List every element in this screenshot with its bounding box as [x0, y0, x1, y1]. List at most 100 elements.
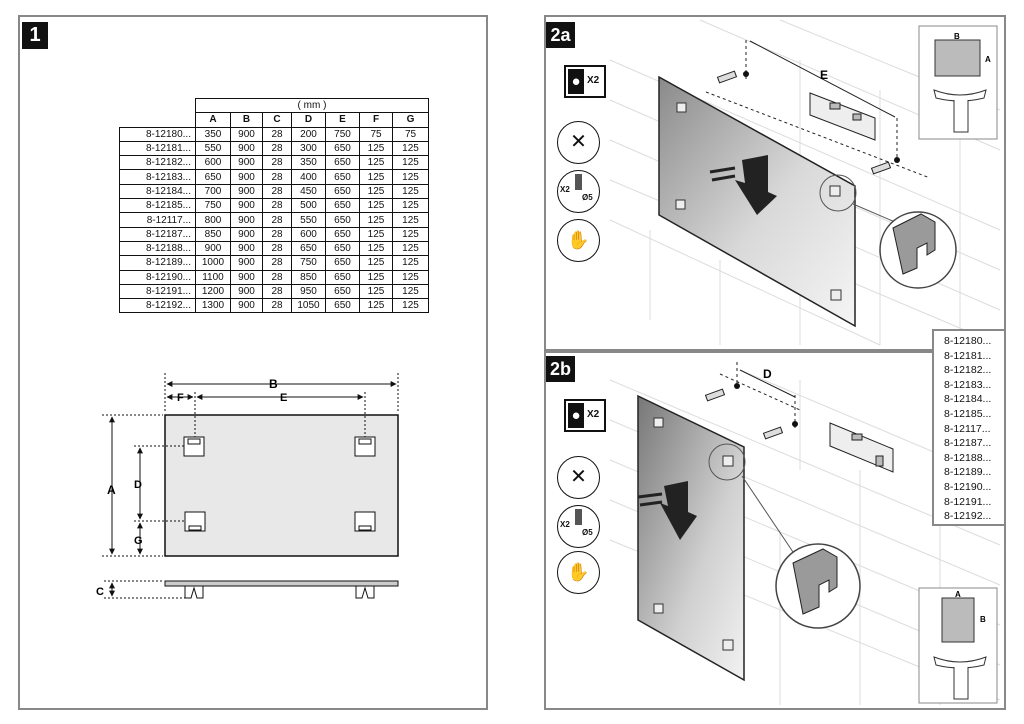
hammer-hand-icon-2b: ✋ [557, 551, 600, 594]
arrow-down-icon [709, 155, 777, 215]
dimension-cell: 900 [230, 240, 263, 257]
thumb-label-a-2b: A [955, 590, 961, 599]
dimension-cell: 125 [392, 183, 429, 200]
dimension-cell: 900 [195, 240, 231, 257]
dim-label-b: B [269, 377, 278, 391]
dimension-cell: 650 [195, 169, 231, 185]
dimension-cell: 750 [195, 198, 231, 214]
product-code-list: 8-12180... 8-12181... 8-12182...8-12183...… [932, 329, 1006, 526]
code-list-item: 8-12183... [944, 378, 992, 391]
dimension-cell: 125 [359, 140, 393, 157]
dimension-cell: 125 [359, 226, 393, 242]
dimension-cell: 75 [392, 126, 429, 142]
drill-bit-icon-2b: X2 Ø5 [557, 505, 600, 548]
dimension-cell: 600 [291, 226, 326, 242]
drill-count-2b: X2 [560, 520, 570, 529]
dimension-cell: 125 [392, 240, 429, 257]
mirror-dimension-diagram: B F E A D G C [96, 373, 399, 599]
thumb-label-a-2a: A [985, 55, 991, 64]
code-list-item: 8-12180... [944, 335, 992, 347]
dimension-cell: 600 [195, 155, 231, 171]
dim-label-c: C [96, 586, 104, 598]
product-code-cell: 8-12188... [119, 240, 196, 257]
code-list-item: 8-12185... [944, 407, 992, 420]
dimension-cell: 750 [325, 126, 360, 142]
no-screwdriver-icon-2b: ✕ [557, 456, 600, 499]
dim-label-f: F [177, 392, 184, 404]
dimension-cell: 350 [195, 126, 231, 142]
drill-diameter-2b: Ø5 [582, 528, 593, 537]
step-badge-2b: 2b [546, 356, 575, 382]
step-badge-1: 1 [22, 22, 48, 49]
spirit-level-icon [829, 422, 894, 473]
dimension-cell: 125 [392, 298, 429, 314]
dimension-cell: 125 [392, 198, 429, 214]
dimension-cell: 650 [325, 298, 360, 314]
dim-label-g: G [134, 535, 143, 547]
dimension-cell: 28 [262, 140, 292, 157]
code-list-item: 8-12184... [944, 393, 992, 406]
dimension-cell: 125 [392, 155, 429, 171]
step-badge-2a: 2a [546, 22, 575, 48]
drill-bit-icon-2a: X2 Ø5 [557, 170, 600, 213]
col-header: G [392, 112, 429, 128]
dim-label-e: E [280, 392, 287, 404]
two-persons-icon-2a: ● X2 [564, 65, 606, 98]
no-screwdriver-icon-2a: ✕ [557, 121, 600, 164]
dimension-cell: 125 [392, 226, 429, 242]
dimension-cell: 900 [230, 183, 263, 200]
code-list-item: 8-12188... [944, 451, 992, 464]
dimension-cell: 125 [392, 140, 429, 157]
hammer-hand-icon-2a: ✋ [557, 219, 600, 262]
spirit-level-icon [809, 92, 876, 141]
dim-label-d: D [134, 479, 142, 491]
dimension-cell: 125 [392, 169, 429, 185]
dimension-cell: 500 [291, 198, 326, 214]
code-list-item: 8-12192... [944, 510, 992, 523]
bracket-icon [183, 436, 376, 532]
dimension-cell: 650 [325, 198, 360, 214]
code-list-item: 8-12182... [944, 364, 992, 377]
dimension-cell: 650 [291, 240, 326, 257]
code-list-item: 8-12190... [944, 480, 992, 493]
column-header-row: A B C D E F G [120, 112, 429, 128]
product-code-cell: 8-12184... [119, 183, 196, 200]
two-persons-icon-2b: ● X2 [564, 399, 606, 432]
screw-anchor-icon [716, 70, 892, 175]
code-list-item: 8-12187... [944, 437, 992, 450]
code-list-item: 8-12181... [944, 349, 992, 362]
code-list-item: 8-12189... [944, 466, 992, 479]
screw-anchor-icon [704, 388, 784, 440]
persons-count-2a: X2 [587, 75, 600, 86]
thumb-label-b-2b: B [980, 615, 986, 624]
dimension-cell: 650 [325, 212, 360, 228]
thumb-label-b-2a: B [954, 32, 960, 41]
dim-label-d-2b: D [763, 367, 772, 381]
dimension-cell: 28 [262, 240, 292, 257]
product-code-cell: 8-12117... [119, 212, 196, 228]
code-list-item: 8-12117... [944, 422, 991, 435]
arrow-down-icon [637, 481, 697, 540]
persons-count-2b: X2 [587, 409, 600, 420]
dim-label-e-2a: E [820, 68, 828, 82]
dimension-cell: 900 [230, 126, 263, 142]
dim-label-a: A [107, 483, 116, 497]
drill-diameter-2a: Ø5 [582, 193, 593, 202]
dimension-cell: 900 [230, 198, 263, 214]
